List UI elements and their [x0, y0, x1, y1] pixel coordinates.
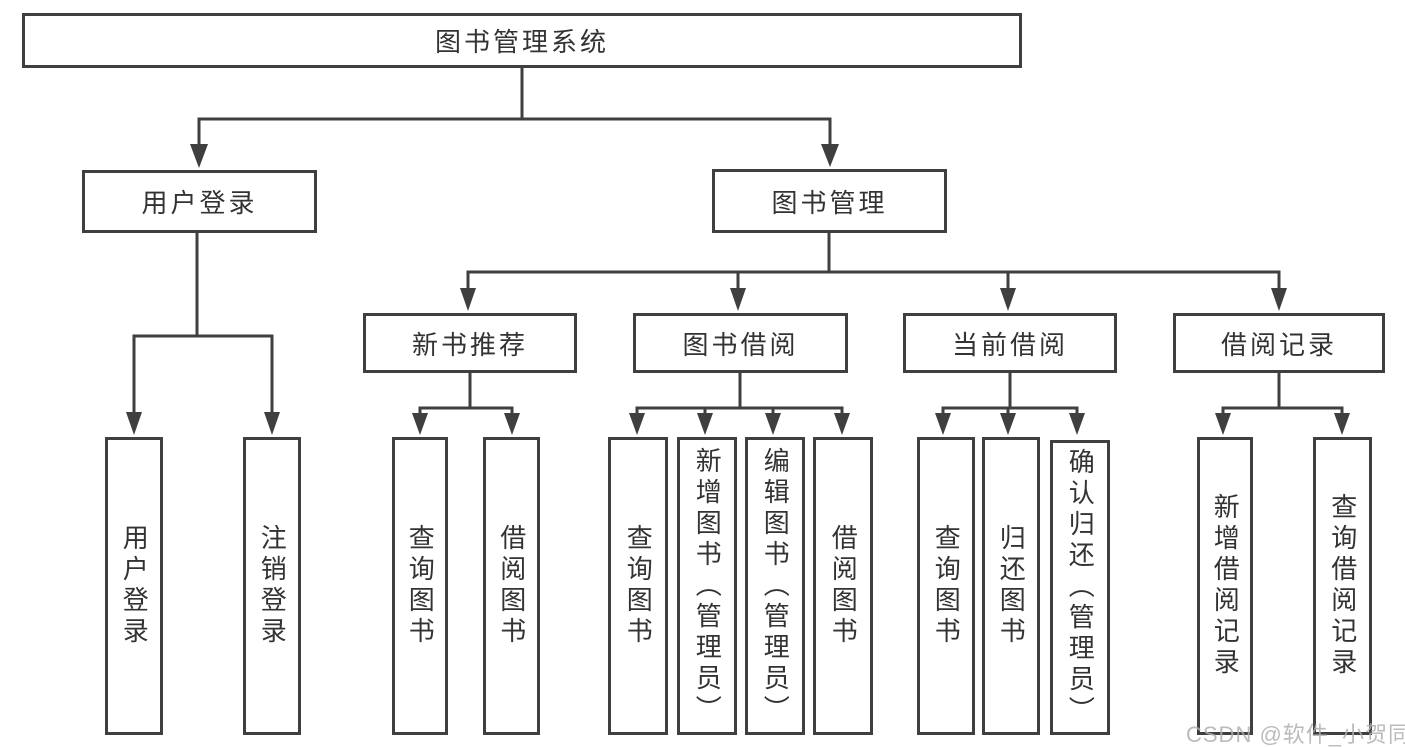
node-new-book-recommend-label: 新书推荐 — [411, 329, 528, 360]
leaf-borrow-books-1: 借阅图书 — [483, 437, 540, 735]
watermark-text: CSDN @软件_小贺同学 — [1186, 722, 1405, 747]
leaf-confirm-return-admin-label: 确认归还（管理员） — [1065, 448, 1096, 727]
leaf-add-borrow-record-label: 新增借阅记录 — [1210, 493, 1241, 679]
leaf-query-books-2: 查询图书 — [608, 437, 668, 735]
leaf-query-books-3: 查询图书 — [917, 437, 975, 735]
node-borrow-records: 借阅记录 — [1173, 313, 1385, 373]
leaf-logout-label: 注销登录 — [257, 524, 288, 648]
leaf-return-book: 归还图书 — [982, 437, 1040, 735]
leaf-query-borrow-record: 查询借阅记录 — [1313, 437, 1372, 735]
node-borrow-records-label: 借阅记录 — [1220, 329, 1337, 360]
leaf-logout: 注销登录 — [243, 437, 301, 735]
leaf-query-books-2-label: 查询图书 — [623, 524, 654, 648]
leaf-query-books-1: 查询图书 — [392, 437, 448, 735]
leaf-user-login-label: 用户登录 — [119, 524, 150, 648]
leaf-add-book-admin: 新增图书（管理员） — [677, 437, 737, 735]
node-user-login-label: 用户登录 — [141, 188, 258, 218]
node-current-borrow-label: 当前借阅 — [951, 329, 1068, 360]
node-book-borrow-label: 图书借阅 — [682, 329, 799, 360]
leaf-edit-book-admin-label: 编辑图书（管理员） — [760, 446, 791, 726]
leaf-borrow-books-2: 借阅图书 — [813, 437, 873, 735]
leaf-confirm-return-admin: 确认归还（管理员） — [1050, 440, 1110, 735]
node-user-login: 用户登录 — [82, 170, 317, 233]
leaf-query-books-3-label: 查询图书 — [931, 524, 962, 648]
leaf-query-books-1-label: 查询图书 — [405, 524, 436, 648]
node-root: 图书管理系统 — [22, 13, 1022, 68]
node-current-borrow: 当前借阅 — [903, 313, 1117, 373]
leaf-borrow-books-1-label: 借阅图书 — [496, 524, 527, 648]
leaf-add-borrow-record: 新增借阅记录 — [1197, 437, 1253, 735]
leaf-borrow-books-2-label: 借阅图书 — [828, 524, 859, 648]
node-book-borrow: 图书借阅 — [633, 313, 848, 373]
leaf-return-book-label: 归还图书 — [996, 524, 1027, 648]
leaf-edit-book-admin: 编辑图书（管理员） — [745, 437, 805, 735]
leaf-add-book-admin-label: 新增图书（管理员） — [692, 446, 723, 726]
leaf-user-login: 用户登录 — [105, 437, 163, 735]
node-new-book-recommend: 新书推荐 — [363, 313, 577, 373]
leaf-query-borrow-record-label: 查询借阅记录 — [1327, 493, 1358, 679]
node-root-label: 图书管理系统 — [434, 27, 609, 57]
node-book-management-label: 图书管理 — [771, 187, 888, 218]
node-book-management: 图书管理 — [712, 169, 947, 233]
